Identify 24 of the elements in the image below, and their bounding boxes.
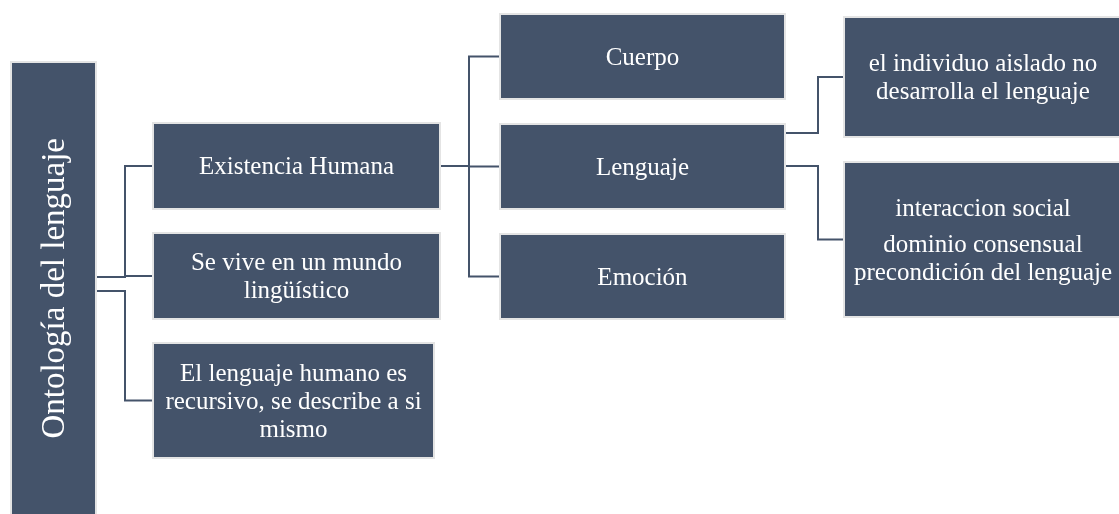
topic-text: El lenguaje humano es recursivo, se describe a si mismo xyxy=(164,358,423,443)
topic-box xyxy=(152,232,441,320)
root-topic-box xyxy=(10,61,97,514)
topic-text: el individuo aislado no desarrolla el lenguaje xyxy=(867,49,1099,105)
topic-box xyxy=(499,123,786,210)
topic-text: Cuerpo xyxy=(604,42,681,71)
connector-line xyxy=(785,76,844,134)
topic-title: Ontología del lenguaje xyxy=(34,138,72,439)
topic-box xyxy=(843,161,1119,318)
topic-text: interaccion social xyxy=(894,193,1072,222)
topic-text: dominio consensual precondición del lenguaje xyxy=(852,229,1114,286)
topic-text: Existencia Humana xyxy=(197,152,396,180)
topic-box xyxy=(499,13,786,100)
topic-box xyxy=(152,122,441,210)
connector-line xyxy=(96,290,153,402)
topic-box xyxy=(843,16,1119,138)
connector-line xyxy=(440,165,500,278)
connector-line xyxy=(96,275,153,278)
topic-text: Lenguaje xyxy=(595,152,690,181)
connector-line xyxy=(785,165,844,241)
topic-text: Emoción xyxy=(596,262,689,291)
topic-box xyxy=(499,233,786,320)
topic-text: Se vive en un mundo lingüístico xyxy=(189,248,404,304)
topic-box xyxy=(152,342,435,459)
